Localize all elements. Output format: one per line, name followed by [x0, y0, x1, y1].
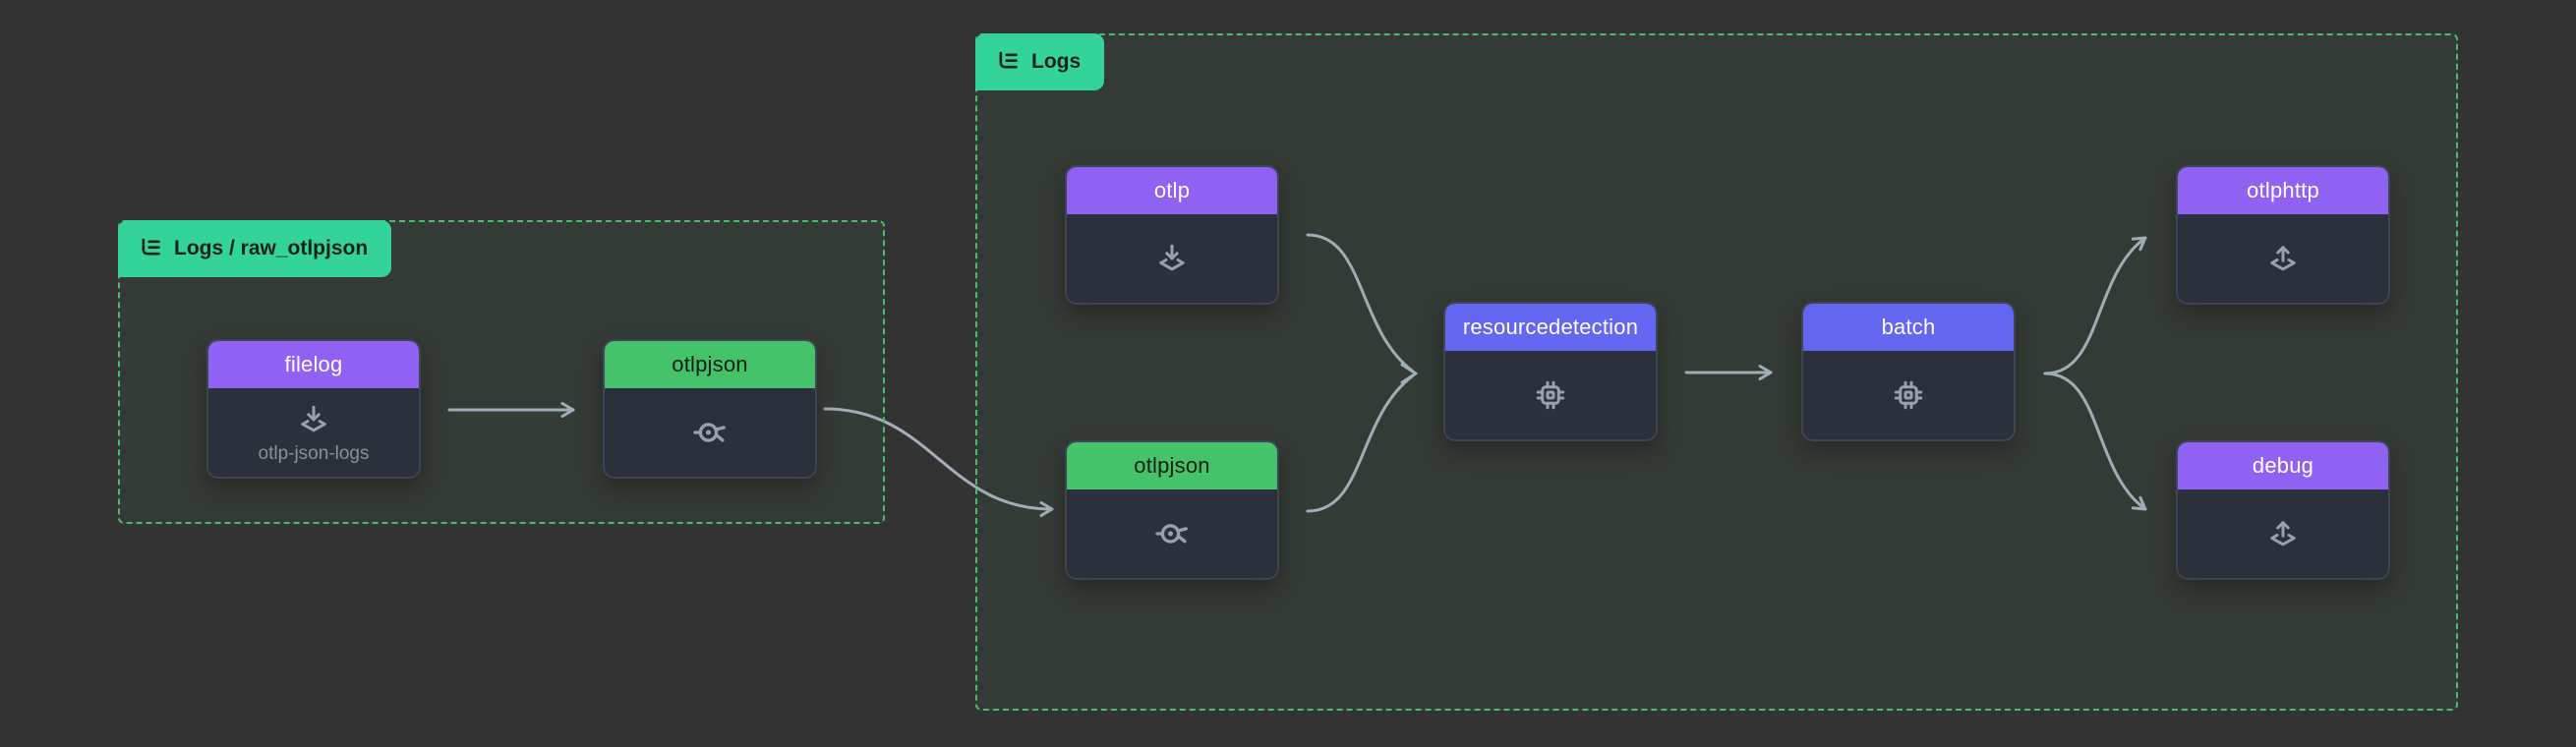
node-label: filelog — [284, 352, 343, 376]
pipeline-group-title: Logs — [1031, 50, 1082, 73]
cpu-chip-icon — [1533, 377, 1568, 413]
node-body: otlp-json-logs — [208, 388, 419, 477]
pipeline-group-title: Logs / raw_otlpjson — [174, 237, 369, 259]
node-label: batch — [1881, 315, 1936, 339]
node-otlpjson-logs[interactable]: otlpjson — [1065, 440, 1279, 580]
node-caption: otlp-json-logs — [258, 443, 370, 464]
node-filelog[interactable]: filelog otlp-json-logs — [206, 339, 421, 479]
node-header: otlpjson — [605, 341, 815, 388]
node-header: otlpjson — [1067, 442, 1277, 489]
node-batch[interactable]: batch — [1801, 302, 2016, 441]
arrow-up-tray-icon — [2265, 241, 2301, 276]
node-otlpjson-raw[interactable]: otlpjson — [603, 339, 817, 479]
node-label: debug — [2252, 453, 2314, 478]
node-body — [2178, 214, 2388, 303]
pipeline-tree-icon — [142, 238, 160, 256]
connector-icon — [1152, 516, 1192, 551]
inbox-arrow-down-icon — [296, 402, 331, 437]
node-header: otlp — [1067, 167, 1277, 214]
node-debug[interactable]: debug — [2176, 440, 2390, 580]
arrow-up-tray-icon — [2265, 516, 2301, 551]
inbox-arrow-down-icon — [1154, 241, 1190, 276]
node-body — [1067, 214, 1277, 303]
node-label: otlp — [1153, 178, 1191, 202]
node-header: batch — [1803, 304, 2014, 351]
node-body — [1803, 351, 2014, 439]
node-label: otlpjson — [1134, 453, 1210, 478]
node-body — [2178, 489, 2388, 578]
node-header: otlphttp — [2178, 167, 2388, 214]
cpu-chip-icon — [1891, 377, 1926, 413]
node-label: otlpjson — [672, 352, 748, 376]
node-body — [605, 388, 815, 477]
node-label: resourcedetection — [1462, 315, 1639, 339]
node-otlp[interactable]: otlp — [1065, 165, 1279, 305]
connector-icon — [690, 415, 730, 450]
node-body — [1445, 351, 1656, 439]
node-header: debug — [2178, 442, 2388, 489]
node-body — [1067, 489, 1277, 578]
pipeline-group-badge: Logs / raw_otlpjson — [118, 220, 392, 277]
pipeline-group-badge: Logs — [975, 33, 1105, 90]
pipeline-group-logs: Logs — [975, 33, 2458, 711]
node-label: otlphttp — [2247, 178, 2319, 202]
node-resourcedetection[interactable]: resourcedetection — [1443, 302, 1658, 441]
pipeline-tree-icon — [999, 51, 1018, 69]
node-header: resourcedetection — [1445, 304, 1656, 351]
node-otlphttp[interactable]: otlphttp — [2176, 165, 2390, 305]
node-header: filelog — [208, 341, 419, 388]
